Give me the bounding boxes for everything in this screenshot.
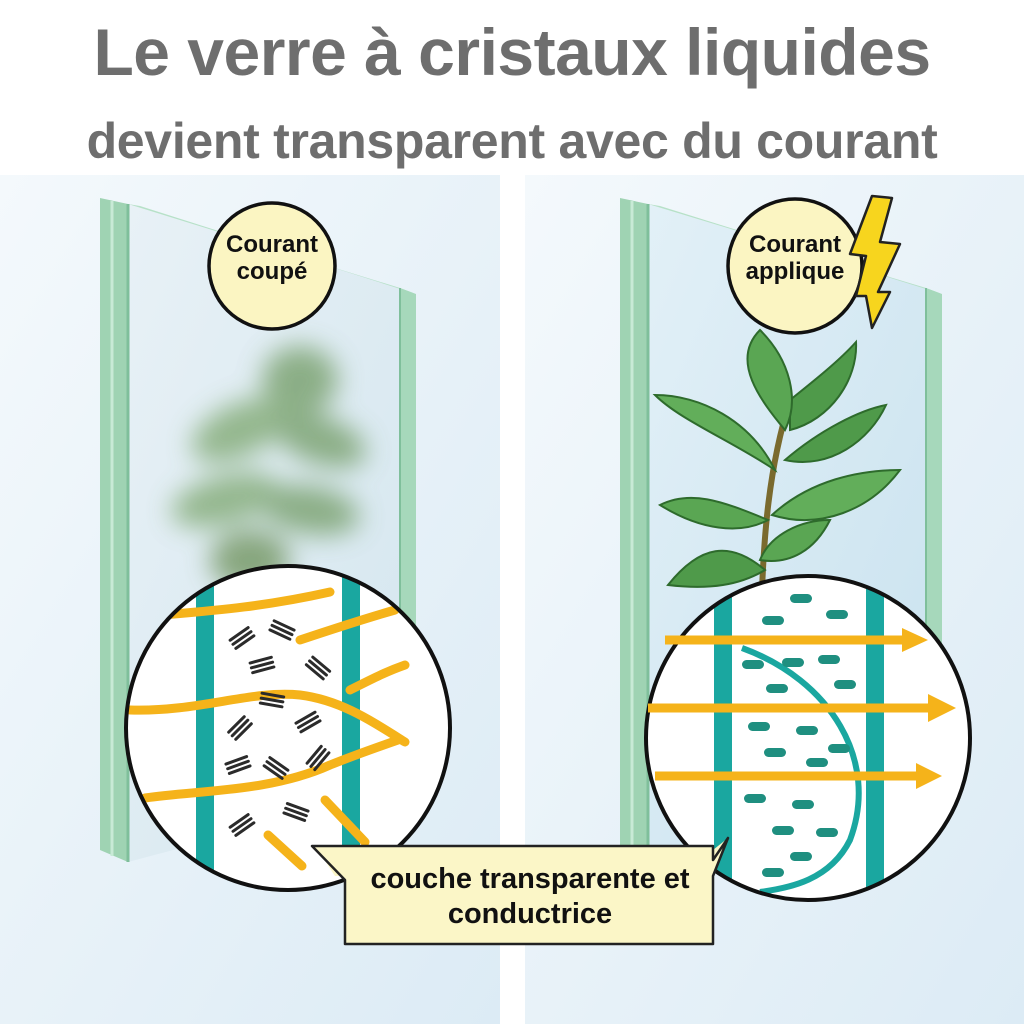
- magnifier-circle-on: [644, 574, 972, 902]
- title-line-1: Le verre à cristaux liquides: [93, 15, 931, 89]
- blurred-plant-icon: [171, 346, 366, 590]
- magnifier-circle-off: [124, 564, 452, 892]
- label-courant-applique: Courant applique: [745, 231, 845, 285]
- label-couche-conductrice: couche transparente et conductrice: [370, 863, 690, 930]
- callout-box: [310, 836, 730, 946]
- aligned-crystals-icon: [742, 594, 856, 877]
- plant-icon: [652, 328, 903, 591]
- title-line-2: devient transparent avec du courant: [86, 113, 938, 169]
- random-crystals-icon: [224, 619, 332, 837]
- label-circle-off: [207, 201, 337, 331]
- straight-light-arrows: [648, 628, 956, 789]
- electrode-left: [714, 576, 732, 900]
- label-courant-coupe: Courant coupé: [226, 231, 318, 285]
- electrode-right: [866, 576, 884, 900]
- field-curve: [740, 645, 862, 895]
- lightning-bolt-icon: [848, 194, 902, 330]
- label-circle-on: [726, 197, 864, 335]
- electrode-left: [196, 566, 214, 890]
- electrode-right: [342, 566, 360, 890]
